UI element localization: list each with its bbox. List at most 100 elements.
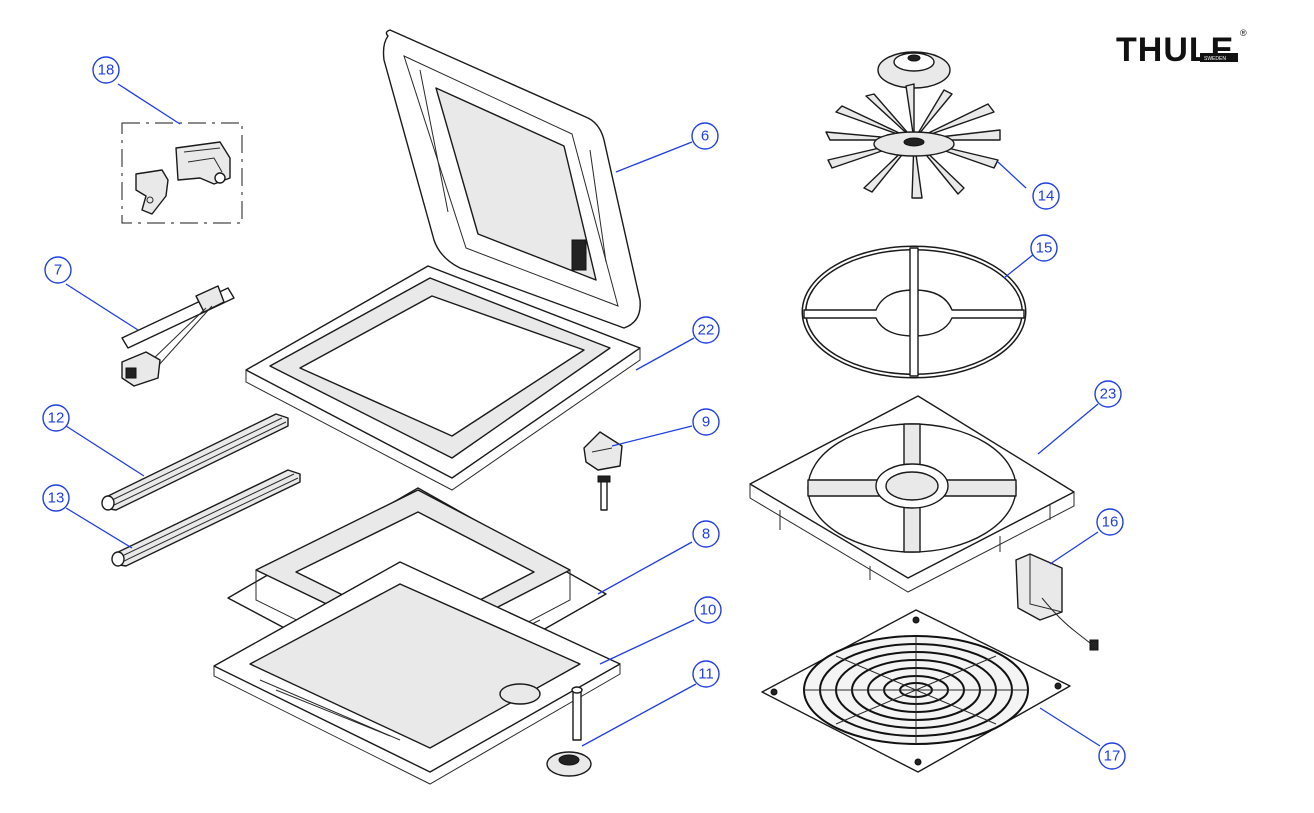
part-15-ring	[801, 245, 1027, 379]
callout-16-label: 16	[1102, 514, 1119, 531]
part-12-grooves	[107, 417, 287, 507]
callout-11-label: 11	[698, 666, 714, 683]
part-10-edge	[213, 664, 621, 785]
leader-9	[611, 425, 693, 447]
leader-11	[581, 683, 697, 747]
callout-13-circle	[42, 484, 70, 512]
part-17-screw-hole-bottom	[914, 758, 922, 766]
callout-7-label: 7	[54, 262, 62, 279]
callout-18-label: 18	[98, 62, 115, 79]
part-23-edge	[749, 484, 1075, 593]
part-22-frame	[245, 265, 641, 491]
part-18-clip-kit	[121, 122, 243, 224]
callout-15-label: 15	[1036, 240, 1053, 257]
callout-9-circle	[692, 408, 720, 436]
part-6-window	[435, 87, 597, 281]
part-7-joint	[195, 285, 225, 313]
part-10-slots	[259, 679, 401, 741]
part-16-wire	[1041, 597, 1095, 647]
part-15-spine	[909, 247, 919, 377]
leader-13	[65, 507, 133, 549]
leader-16	[1049, 531, 1099, 565]
part-6-rim	[403, 55, 619, 307]
callout-17-circle	[1098, 742, 1126, 770]
leader-15	[1003, 253, 1035, 279]
callout-22: 22	[692, 316, 720, 344]
logo-registered: ®	[1240, 28, 1247, 38]
part-10-base-plate	[213, 561, 621, 785]
part-6-hinge-lines	[419, 69, 607, 263]
part-10-inner	[249, 583, 581, 749]
part-7-arm	[121, 285, 235, 387]
part-18-box	[121, 122, 243, 224]
leader-23	[1037, 403, 1099, 455]
callout-14-circle	[1032, 182, 1060, 210]
part-13-end	[111, 551, 125, 567]
callout-15-circle	[1030, 234, 1058, 262]
part-9-screw	[600, 479, 608, 511]
callout-23-circle	[1094, 380, 1122, 408]
part-22-edge	[245, 348, 641, 491]
part-23-hub	[885, 471, 939, 501]
leader-8	[597, 541, 693, 595]
part-14-motor-shaft	[907, 54, 921, 62]
callout-13: 13	[42, 484, 70, 512]
part-18-clip-b	[135, 169, 169, 215]
part-22-opening	[299, 295, 585, 437]
logo-sub-band	[1200, 53, 1238, 62]
callout-16: 16	[1096, 508, 1124, 536]
part-16-connector	[1089, 639, 1099, 651]
callout-10: 10	[694, 596, 722, 624]
callout-9-label: 9	[702, 414, 710, 431]
part-9-detail	[591, 447, 613, 453]
part-16-switch	[1015, 553, 1099, 651]
callout-6-label: 6	[701, 128, 709, 145]
leader-lines	[65, 83, 1101, 747]
part-11-base-center	[558, 754, 580, 766]
callout-17: 17	[1098, 742, 1126, 770]
callout-8-circle	[692, 520, 720, 548]
callout-14: 14	[1032, 182, 1060, 210]
part-17-screw-hole-left	[770, 688, 778, 696]
part-7-base-block	[125, 367, 137, 379]
callout-10-circle	[694, 596, 722, 624]
part-7-link	[149, 305, 213, 367]
part-6-lid	[382, 29, 641, 329]
logo-sub: SWEDEN	[1204, 56, 1226, 62]
part-14-fan	[825, 51, 1001, 199]
callout-8: 8	[692, 520, 720, 548]
part-23-fan-housing	[749, 395, 1075, 593]
callout-22-circle	[692, 316, 720, 344]
callout-6-circle	[691, 122, 719, 150]
part-13-seal-strip	[111, 469, 301, 567]
part-17-screw-hole-right	[1054, 682, 1062, 690]
callout-23-label: 23	[1100, 386, 1117, 403]
callout-12: 12	[42, 404, 70, 432]
part-11-shaft-top	[571, 686, 583, 694]
callout-16-circle	[1096, 508, 1124, 536]
part-17-grille	[761, 609, 1071, 773]
callout-18: 18	[92, 56, 120, 84]
leader-18	[117, 83, 181, 125]
callout-15: 15	[1030, 234, 1058, 262]
part-11-shaft	[572, 689, 582, 741]
callout-18-circle	[92, 56, 120, 84]
thule-logo: THULE SWEDEN ®	[1116, 28, 1247, 69]
part-23-feet	[779, 504, 1051, 580]
leader-6	[615, 141, 693, 173]
callout-13-label: 13	[48, 490, 65, 507]
callout-11-circle	[692, 660, 720, 688]
callout-8-label: 8	[702, 526, 710, 543]
leader-14	[997, 161, 1027, 189]
callout-7: 7	[44, 256, 72, 284]
callout-9: 9	[692, 408, 720, 436]
callout-7-circle	[44, 256, 72, 284]
part-9-bracket	[583, 431, 623, 511]
leader-17	[1039, 707, 1101, 747]
callout-22-label: 22	[698, 322, 715, 339]
logo-text: THULE	[1116, 31, 1234, 69]
part-14-hub	[903, 137, 925, 147]
callout-10-label: 10	[700, 602, 717, 619]
part-11-knob	[546, 686, 592, 777]
